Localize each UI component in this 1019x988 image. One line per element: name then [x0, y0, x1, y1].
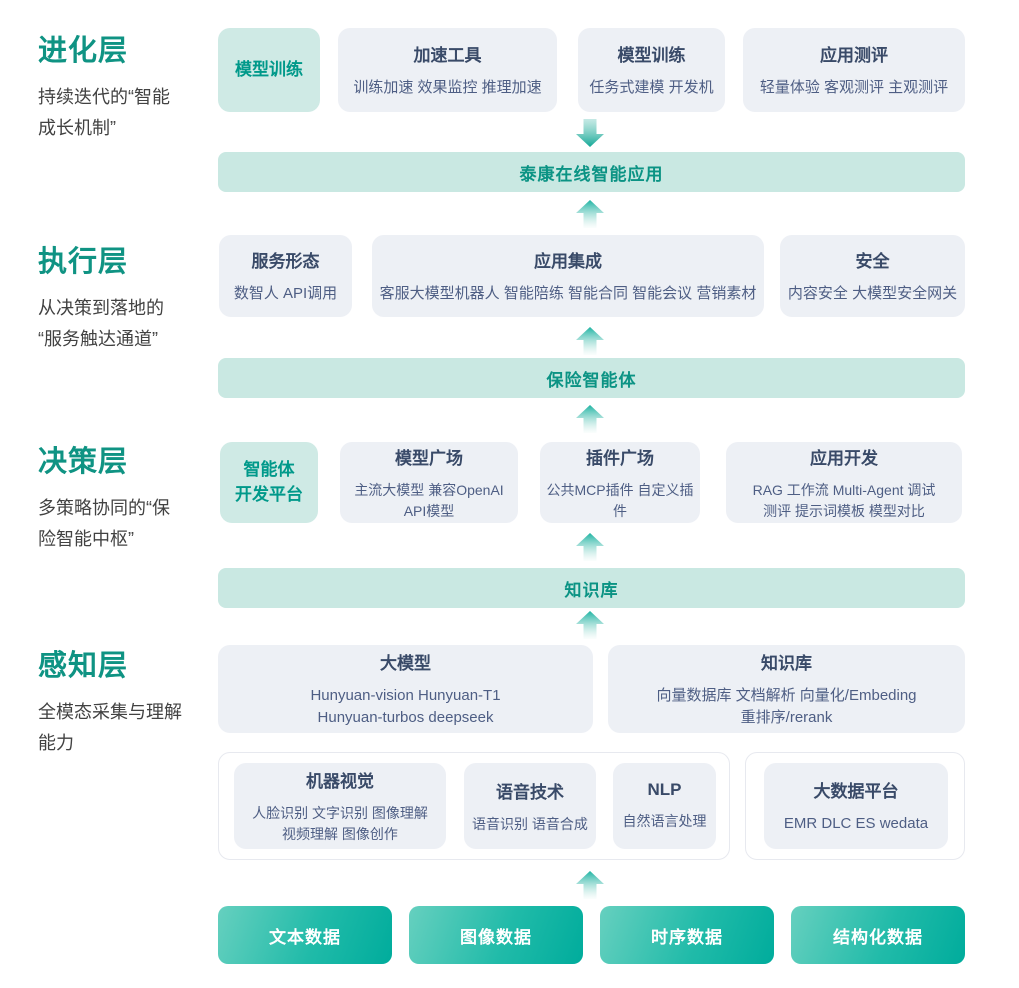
box-acceleration-tools: 加速工具 训练加速 效果监控 推理加速 — [338, 28, 557, 112]
box-title: 服务形态 — [251, 251, 320, 271]
arrow-down-icon — [576, 119, 604, 147]
bar-insurance-agent: 保险智能体 — [218, 358, 965, 398]
layer-label-perception: 感知层 全模态采集与理解 能力 — [38, 642, 214, 758]
box-subtext: 主流大模型 兼容OpenAI API模型 — [354, 481, 504, 519]
arrow-up-icon — [576, 200, 604, 228]
box-subtext: 语音识别 语音合成 — [472, 815, 588, 832]
box-title: 机器视觉 — [306, 772, 374, 791]
arrow-up-icon — [576, 871, 604, 899]
group-ai-capabilities: 机器视觉 人脸识别 文字识别 图像理解 视频理解 图像创作 语音技术 语音识别 … — [218, 752, 730, 860]
box-subtext: 任务式建模 开发机 — [589, 78, 714, 96]
box-title: 应用开发 — [810, 448, 878, 468]
box-title: 应用集成 — [534, 251, 602, 271]
box-subtext: 人脸识别 文字识别 图像理解 视频理解 图像创作 — [252, 805, 428, 842]
arrow-up-icon — [576, 327, 604, 355]
box-nlp: NLP 自然语言处理 — [613, 763, 716, 849]
box-app-development: 应用开发 RAG 工作流 Multi-Agent 调试 测评 提示词模板 模型对… — [726, 442, 962, 523]
box-title: NLP — [647, 780, 682, 799]
box-subtext: RAG 工作流 Multi-Agent 调试 测评 提示词模板 模型对比 — [752, 481, 936, 519]
box-large-models: 大模型 Hunyuan-vision Hunyuan-T1 Hunyuan-tu… — [218, 645, 593, 733]
layer-title-evolution: 进化层 — [38, 35, 129, 67]
box-title: 大模型 — [380, 653, 431, 673]
box-subtext: 客服大模型机器人 智能陪练 智能合同 智能会议 营销素材 — [379, 284, 757, 302]
box-agent-dev-platform-highlight: 智能体 开发平台 — [220, 442, 318, 523]
box-subtext: 内容安全 大模型安全网关 — [787, 284, 958, 302]
box-service-forms: 服务形态 数智人 API调用 — [219, 235, 352, 317]
pill-structured-data: 结构化数据 — [791, 906, 965, 964]
box-title: 加速工具 — [413, 45, 482, 65]
group-big-data: 大数据平台 EMR DLC ES wedata — [745, 752, 965, 860]
data-source-row: 文本数据 图像数据 时序数据 结构化数据 — [218, 906, 965, 964]
box-title: 模型广场 — [395, 448, 463, 468]
arrow-up-icon — [576, 611, 604, 639]
box-plugin-plaza: 插件广场 公共MCP插件 自定义插件 — [540, 442, 700, 523]
box-model-training-highlight: 模型训练 — [218, 28, 320, 112]
pill-timeseries-data: 时序数据 — [600, 906, 774, 964]
box-subtext: 自然语言处理 — [622, 813, 707, 829]
box-subtext: 向量数据库 文档解析 向量化/Embeding 重排序/rerank — [656, 686, 917, 727]
box-title: 插件广场 — [586, 448, 654, 468]
layer-title-perception: 感知层 — [38, 650, 129, 682]
box-title: 安全 — [855, 251, 890, 271]
layer-subtitle-decision: 多策略协同的“保 险智能中枢” — [38, 498, 170, 549]
layer-subtitle-evolution: 持续迭代的“智能 成长机制” — [38, 87, 170, 138]
layer-title-execution: 执行层 — [38, 246, 129, 278]
box-title: 知识库 — [761, 653, 812, 673]
box-subtext: EMR DLC ES wedata — [783, 814, 929, 832]
box-subtext: 数智人 API调用 — [233, 284, 338, 302]
box-title: 大数据平台 — [813, 781, 899, 801]
layer-label-evolution: 进化层 持续迭代的“智能 成长机制” — [38, 27, 214, 143]
box-model-training: 模型训练 任务式建模 开发机 — [578, 28, 725, 112]
box-computer-vision: 机器视觉 人脸识别 文字识别 图像理解 视频理解 图像创作 — [234, 763, 446, 849]
pill-text-data: 文本数据 — [218, 906, 392, 964]
bar-taikang-smart-application: 泰康在线智能应用 — [218, 152, 965, 192]
bar-knowledge-base: 知识库 — [218, 568, 965, 608]
arrow-up-icon — [576, 405, 604, 433]
box-big-data-platform: 大数据平台 EMR DLC ES wedata — [764, 763, 948, 849]
box-security: 安全 内容安全 大模型安全网关 — [780, 235, 965, 317]
box-title: 模型训练 — [617, 45, 686, 65]
box-model-plaza: 模型广场 主流大模型 兼容OpenAI API模型 — [340, 442, 518, 523]
layer-label-decision: 决策层 多策略协同的“保 险智能中枢” — [38, 438, 214, 554]
box-knowledge-base: 知识库 向量数据库 文档解析 向量化/Embeding 重排序/rerank — [608, 645, 965, 733]
box-app-integration: 应用集成 客服大模型机器人 智能陪练 智能合同 智能会议 营销素材 — [372, 235, 764, 317]
layer-subtitle-perception: 全模态采集与理解 能力 — [38, 702, 182, 753]
layer-label-execution: 执行层 从决策到落地的 “服务触达通道” — [38, 238, 214, 354]
box-subtext: 公共MCP插件 自定义插件 — [546, 481, 694, 519]
box-subtext: 训练加速 效果监控 推理加速 — [353, 78, 542, 96]
box-app-evaluation: 应用测评 轻量体验 客观测评 主观测评 — [743, 28, 965, 112]
box-subtext: 轻量体验 客观测评 主观测评 — [759, 78, 949, 96]
box-subtext: Hunyuan-vision Hunyuan-T1 Hunyuan-turbos… — [310, 686, 501, 727]
layer-title-decision: 决策层 — [38, 446, 129, 478]
box-title: 语音技术 — [496, 782, 564, 802]
layer-subtitle-execution: 从决策到落地的 “服务触达通道” — [38, 298, 164, 349]
arrow-up-icon — [576, 533, 604, 561]
box-title: 应用测评 — [820, 45, 888, 65]
box-speech-tech: 语音技术 语音识别 语音合成 — [464, 763, 596, 849]
pill-image-data: 图像数据 — [409, 906, 583, 964]
